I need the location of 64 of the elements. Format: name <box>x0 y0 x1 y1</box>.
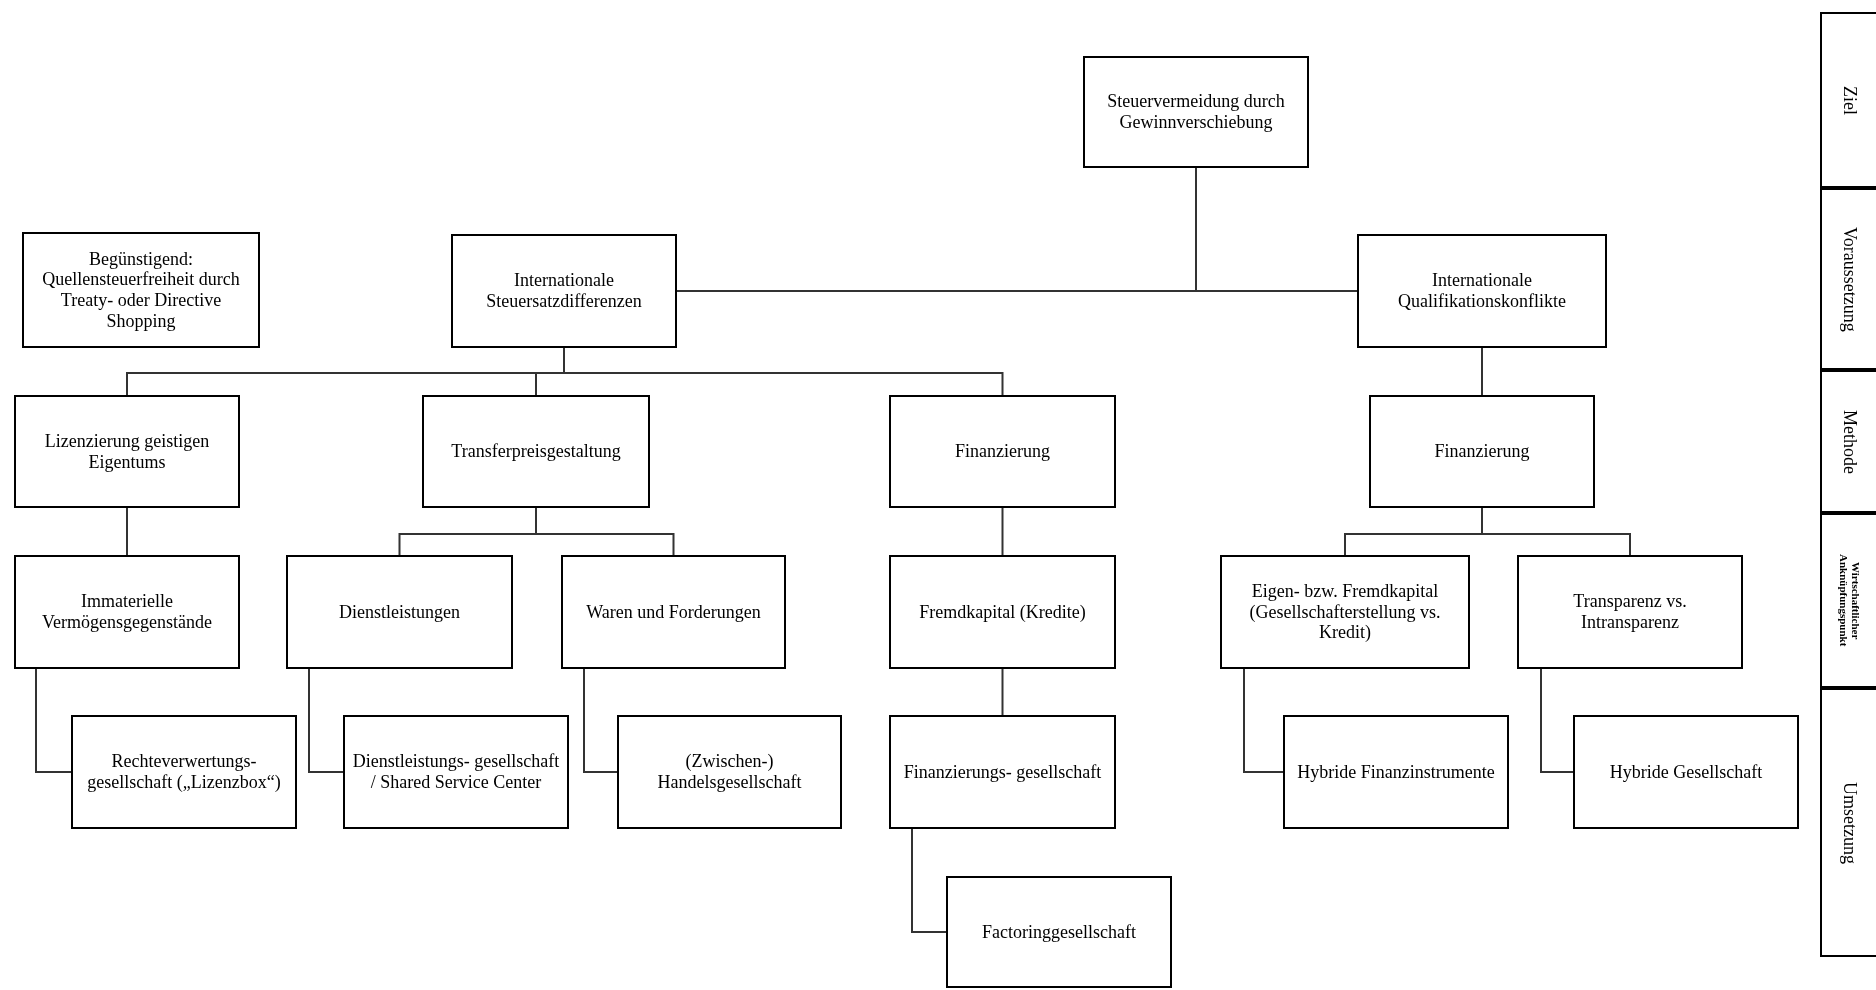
process-box <box>1517 555 1743 669</box>
box-label: Rechteverwertungs- gesellschaft („Lizenzbox“) <box>86 751 282 793</box>
process-box <box>14 555 240 669</box>
box-label: Begünstigend: Quellensteuerfreiheit durch Treaty- oder Directive Shopping <box>41 248 241 332</box>
box-label: Methode <box>1838 409 1861 474</box>
process-box <box>1220 555 1470 669</box>
row-header <box>1820 513 1876 688</box>
box-label: (Zwischen-) Handelsgesellschaft <box>656 751 803 793</box>
connector-line <box>1481 347 1483 396</box>
process-box <box>561 555 786 669</box>
row-header <box>1820 370 1876 513</box>
process-box <box>22 232 260 348</box>
process-box <box>1573 715 1799 829</box>
process-box <box>451 234 677 348</box>
connector-line <box>1195 167 1358 292</box>
process-box <box>1357 234 1607 348</box>
box-label: Fremdkapital (Kredite) <box>919 601 1086 623</box>
connector-line <box>35 668 72 773</box>
process-box <box>14 395 240 508</box>
connector-line <box>1481 507 1631 556</box>
connector-line <box>911 828 947 933</box>
box-label: Umsetzung <box>1838 781 1861 864</box>
process-box <box>422 395 650 508</box>
connector-line <box>126 507 128 556</box>
box-label: Steuervermeidung durch Gewinnverschiebung <box>1106 91 1286 133</box>
box-label: Eigen- bzw. Fremdkapital (Gesellschafterstellung vs. Kredit) <box>1248 580 1442 644</box>
connector-line <box>1001 668 1004 716</box>
connector-line <box>1540 668 1574 773</box>
box-label: Factoringgesellschaft <box>982 921 1136 943</box>
box-label: Finanzierung <box>955 441 1050 462</box>
connector-line <box>308 668 344 773</box>
process-box <box>889 555 1116 669</box>
process-box <box>617 715 842 829</box>
process-box <box>889 715 1116 829</box>
box-label: Internationale Steuersatzdifferenzen <box>485 270 643 312</box>
box-label: Waren und Forderungen <box>586 601 761 623</box>
box-label: Hybride Finanzinstrumente <box>1297 761 1495 783</box>
connector-line <box>1001 507 1004 556</box>
connector-line <box>1243 668 1284 773</box>
box-label: Finanzierungs- gesellschaft <box>903 761 1102 783</box>
process-box <box>71 715 297 829</box>
process-box <box>889 395 1116 508</box>
box-label: Finanzierung <box>1434 441 1530 462</box>
row-header <box>1820 12 1876 188</box>
box-label: Internationale Qualifikationskonflikte <box>1397 270 1567 312</box>
box-label: Immaterielle Vermögensgegenstände <box>41 591 213 633</box>
box-label: Transferpreisgestaltung <box>451 441 621 462</box>
process-box <box>946 876 1172 988</box>
process-box <box>1083 56 1309 168</box>
process-box <box>1283 715 1509 829</box>
row-header <box>1820 188 1876 370</box>
connector-line <box>583 668 618 773</box>
process-box <box>1369 395 1595 508</box>
box-label: Wirtschaftlicher Anknüpfungspunkt <box>1837 553 1861 649</box>
box-label: Voraussetzung <box>1838 226 1861 332</box>
process-box <box>286 555 513 669</box>
box-label: Ziel <box>1838 85 1861 115</box>
box-label: Transparenz vs. Intransparenz <box>1572 591 1688 633</box>
box-label: Dienstleistungen <box>339 601 460 623</box>
row-header <box>1820 688 1876 957</box>
box-label: Hybride Gesellschaft <box>1609 761 1763 783</box>
box-label: Lizenzierung geistigen Eigentums <box>43 430 211 473</box>
box-label: Dienstleistungs- gesellschaft / Shared Service Center <box>351 751 561 793</box>
process-box <box>343 715 569 829</box>
